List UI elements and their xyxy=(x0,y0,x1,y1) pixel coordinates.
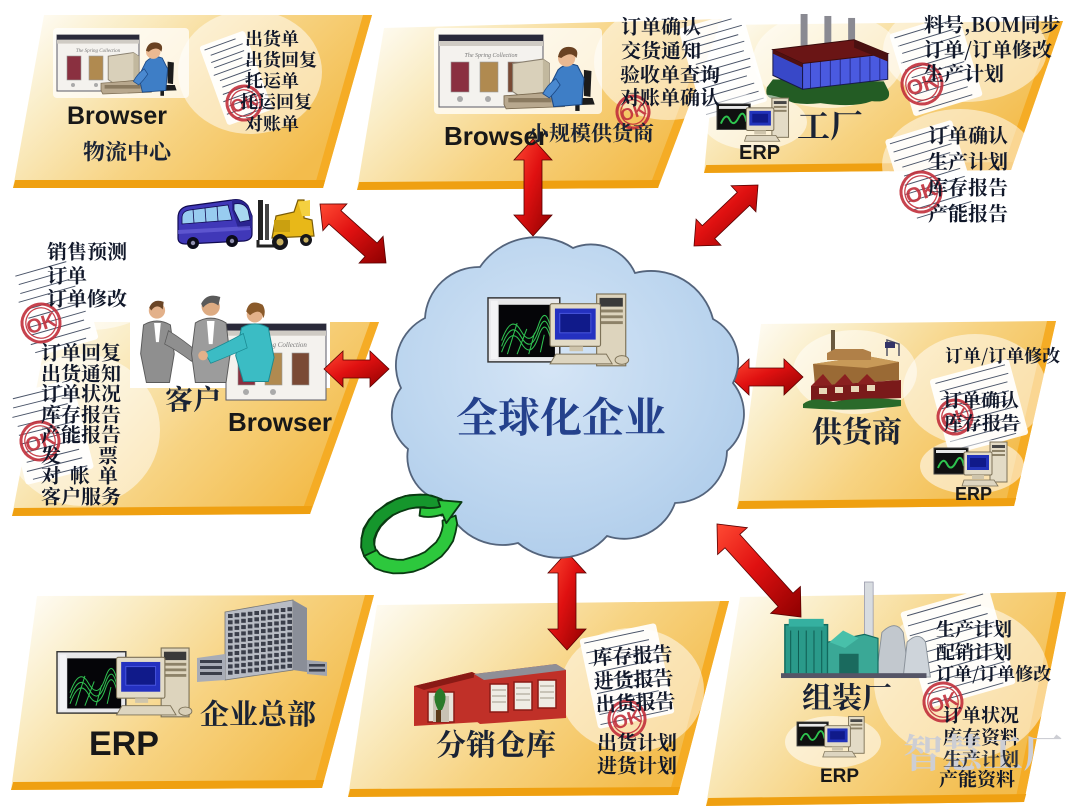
svg-text:ERP: ERP xyxy=(955,484,992,504)
svg-text:ERP: ERP xyxy=(739,142,780,164)
svg-text:Browser: Browser xyxy=(444,121,548,151)
svg-text:Browser: Browser xyxy=(228,407,332,437)
svg-text:The Spring Collection: The Spring Collection xyxy=(76,49,121,54)
svg-text:Browser: Browser xyxy=(67,102,167,130)
svg-text:The Spring Collection: The Spring Collection xyxy=(465,53,518,59)
svg-text:ERP: ERP xyxy=(89,725,159,763)
svg-text:The Spring Collection: The Spring Collection xyxy=(245,341,307,349)
svg-text:ERP: ERP xyxy=(820,766,859,787)
